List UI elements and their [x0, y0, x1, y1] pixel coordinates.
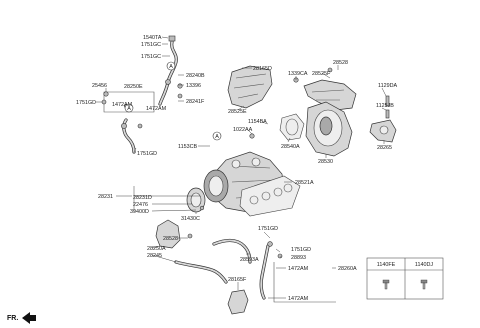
bolt-icon-1140dj [420, 279, 428, 290]
label-28250e: 28250E [124, 84, 143, 90]
label-1540ta: 1540TA [143, 35, 162, 41]
label-1153cb: 1153CB [178, 144, 197, 150]
label-28540a: 28540A [281, 144, 300, 150]
label-31430c: 31430C [181, 216, 200, 222]
label-28525e: 28525E [228, 109, 247, 115]
bracket-28265 [369, 95, 397, 143]
reference-marker-a-2: A [124, 103, 134, 113]
heat-protector-28525f [303, 79, 357, 111]
oil-return-pipe-28593a [212, 238, 252, 264]
label-28528-a: 28528 [333, 60, 348, 66]
part-labels: 1540TA 1751GC 1751GC 28240B 13396 28241F… [76, 35, 397, 302]
label-28231: 28231 [98, 194, 113, 200]
label-1339ca: 1339CA [288, 71, 308, 77]
label-25456: 25456 [92, 83, 107, 89]
front-direction-marker: FR. [7, 312, 36, 324]
fastener-table: 1140FE 1140DJ [366, 257, 444, 300]
reference-marker-a-1: A [166, 61, 176, 71]
manifold-gasket-28521a [239, 175, 301, 217]
label-1751gc-b: 1751GC [141, 54, 161, 60]
label-1472am-b: 1472AM [146, 106, 167, 112]
label-1129da: 1129DA [378, 83, 397, 89]
label-28231d: 28231D [133, 195, 152, 201]
label-1751gd-a: 1751GD [76, 100, 96, 106]
label-1022aa: 1022AA [233, 127, 253, 133]
label-28260a: 28260A [338, 266, 357, 272]
label-39400d: 39400D [130, 209, 149, 215]
label-1154ba: 1154BA [248, 119, 267, 125]
label-1751gd-d: 1751GD [291, 247, 311, 253]
label-28525f: 28525F [312, 71, 331, 77]
label-1125jb: 1125JB [376, 103, 394, 109]
label-28893: 28893 [291, 255, 306, 261]
label-1751gd-c: 1751GD [258, 226, 278, 232]
label-28528-b: 28528 [163, 236, 178, 242]
heat-protector-28525e [227, 65, 273, 109]
label-28521a: 28521A [295, 180, 314, 186]
coolant-pipe-28260a [259, 241, 336, 303]
wastegate-actuator-28250a [155, 219, 228, 284]
reference-marker-a-3: A [212, 131, 222, 141]
front-label: FR. [7, 315, 18, 322]
bolt-icon-1140fe [382, 279, 390, 290]
label-1472am-a: 1472AM [112, 102, 133, 108]
label-28165d: 28165D [253, 66, 272, 72]
svg-text:A: A [215, 134, 219, 140]
label-28593a: 28593A [240, 257, 259, 263]
label-28240b: 28240B [186, 73, 205, 79]
label-28250a: 28250A [147, 246, 166, 252]
label-28245: 28245 [147, 253, 162, 259]
coolant-pipe-28250e [103, 91, 155, 154]
catalytic-converter-28530 [305, 101, 353, 157]
table-header-1140fe: 1140FE [377, 262, 396, 268]
leader-lines [96, 36, 387, 299]
label-28265: 28265 [377, 145, 392, 151]
label-13396: 13396 [186, 83, 201, 89]
front-arrow-icon [22, 312, 36, 324]
label-1472am-d: 1472AM [288, 296, 309, 302]
svg-text:A: A [169, 64, 173, 70]
label-22476: 22476 [133, 202, 148, 208]
label-1751gd-b: 1751GD [137, 151, 157, 157]
clamp-31430c [186, 187, 206, 213]
oil-feed-pipe-28240b [158, 35, 178, 106]
label-1472am-c: 1472AM [288, 266, 309, 272]
bracket-28165f [227, 289, 249, 315]
gasket-28540a [279, 113, 305, 141]
label-28530: 28530 [318, 159, 333, 165]
label-1751gc-a: 1751GC [141, 42, 161, 48]
label-28165f: 28165F [228, 277, 247, 283]
table-header-1140dj: 1140DJ [415, 262, 433, 268]
label-28241f: 28241F [186, 99, 205, 105]
svg-text:A: A [127, 106, 131, 112]
